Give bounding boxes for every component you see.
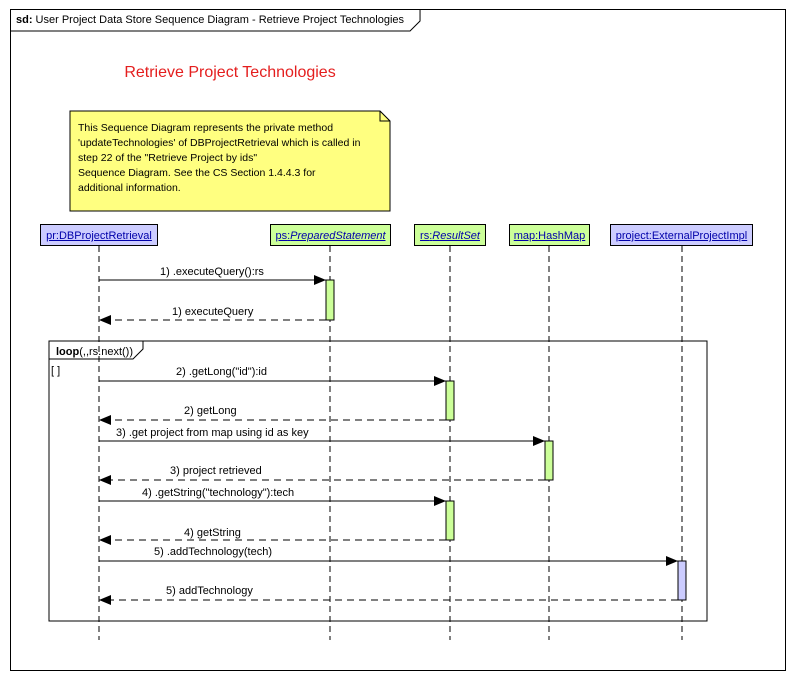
message-label: 2) getLong [184, 405, 237, 417]
call-arrow-head [314, 275, 326, 285]
lifeline-map[interactable]: map:HashMap [509, 224, 590, 246]
message-label: 3) project retrieved [170, 465, 262, 477]
lifeline-label: project:ExternalProjectImpl [615, 230, 748, 242]
activation-bar [677, 560, 687, 601]
lifeline-label: map:HashMap [513, 230, 586, 242]
call-arrow-head [434, 496, 446, 506]
loop-label-tab [49, 341, 144, 360]
note-line: This Sequence Diagram represents the pri… [78, 122, 334, 134]
diagram-frame [10, 9, 786, 671]
note-line: additional information. [78, 182, 181, 194]
note-box [69, 110, 391, 212]
call-arrow-head [434, 376, 446, 386]
frame-label: sd: User Project Data Store Sequence Dia… [16, 14, 405, 26]
lifeline-ps[interactable]: ps:PreparedStatement [270, 224, 391, 246]
frame-label-tab [10, 9, 421, 32]
message-label: 2) .getLong("id"):id [176, 366, 267, 378]
lifeline-project[interactable]: project:ExternalProjectImpl [610, 224, 753, 246]
note-line: step 22 of the "Retrieve Project by ids" [78, 152, 258, 164]
note-line: 'updateTechnologies' of DBProjectRetriev… [78, 137, 361, 149]
note-text: This Sequence Diagram represents the pri… [78, 121, 388, 196]
note-fold [379, 111, 390, 122]
lifeline-rs[interactable]: rs:ResultSet [414, 224, 486, 246]
call-arrow-head [666, 556, 678, 566]
activation-bar [445, 500, 455, 541]
loop-guard: [ ] [51, 365, 61, 377]
message-label: 4) getString [184, 527, 241, 539]
message-label: 3) .get project from map using id as key [116, 427, 309, 439]
return-arrow-head [99, 315, 111, 325]
diagram-title: Retrieve Project Technologies [124, 64, 336, 81]
activation-bar [445, 380, 455, 421]
activation-bar [325, 279, 335, 321]
lifeline-label: pr:DBProjectRetrieval [46, 230, 152, 242]
message-label: 1) executeQuery [172, 306, 254, 318]
return-arrow-head [99, 475, 111, 485]
lifeline-type: PreparedStatement [290, 230, 386, 242]
note-line: Sequence Diagram. See the CS Section 1.4… [78, 167, 316, 179]
lifeline-type: ResultSet [432, 230, 480, 242]
return-arrow-head [99, 415, 111, 425]
message-label: 1) .executeQuery():rs [160, 266, 264, 278]
call-arrow-head [533, 436, 545, 446]
message-label: 5) addTechnology [166, 585, 253, 597]
loop-fragment [48, 340, 708, 622]
return-arrow-head [99, 535, 111, 545]
lifeline-pr[interactable]: pr:DBProjectRetrieval [40, 224, 158, 246]
lifeline-name: ps [275, 230, 288, 242]
lifeline-name: rs [420, 230, 430, 242]
message-label: 5) .addTechnology(tech) [154, 546, 273, 558]
activation-bar [544, 440, 554, 481]
message-label: 4) .getString("technology"):tech [142, 487, 295, 499]
return-arrow-head [99, 595, 111, 605]
loop-label: loop(,,rs.next()) [56, 346, 133, 358]
